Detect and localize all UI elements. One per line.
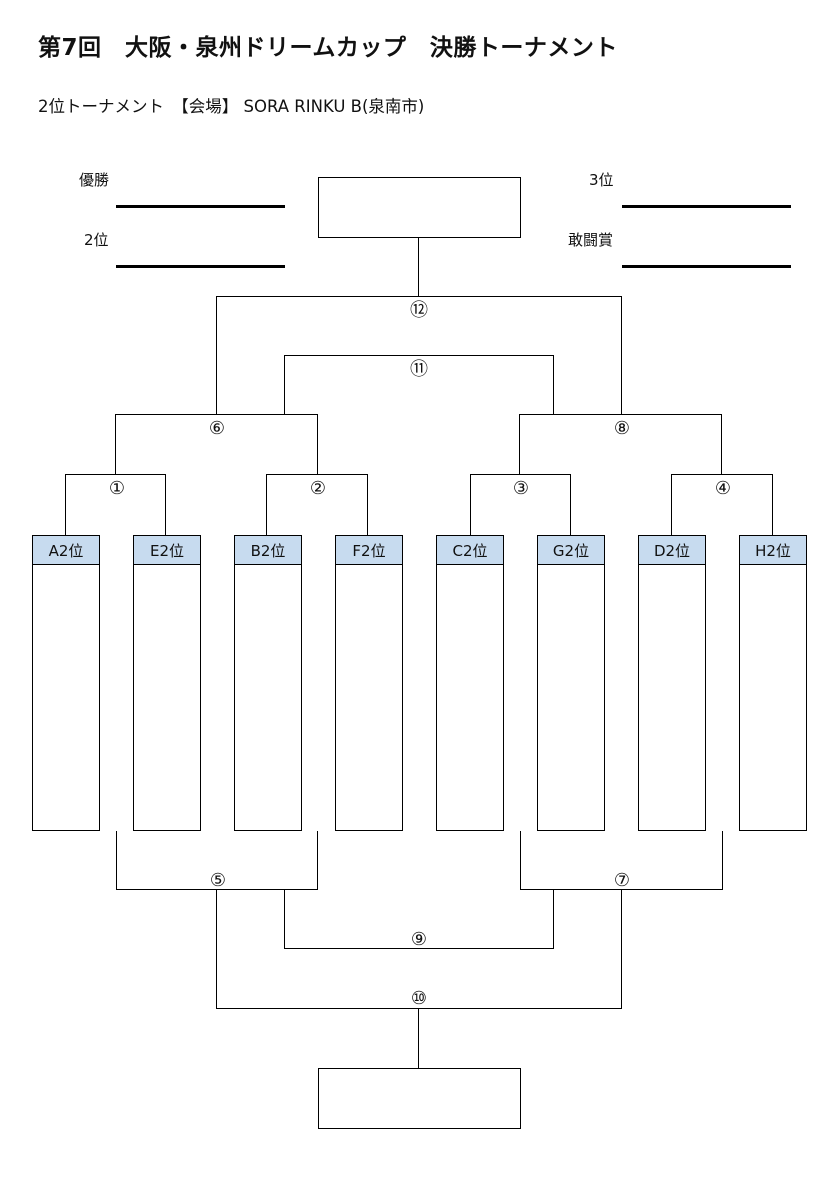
team-label: E2位 (150, 542, 184, 560)
bracket-match-9 (284, 889, 554, 949)
team-column-2[interactable]: E2位 (133, 535, 201, 831)
match-number-10: ⑩ (411, 988, 427, 1009)
match-number-8: ⑧ (614, 418, 630, 439)
team-header (32, 535, 100, 565)
team-column-7[interactable]: D2位 (638, 535, 706, 831)
match-number-4: ④ (715, 478, 731, 499)
bracket-match-8 (519, 414, 722, 475)
team-label: A2位 (49, 542, 84, 560)
team-column-3[interactable]: B2位 (234, 535, 302, 831)
team-header (739, 535, 807, 565)
team-entry-box[interactable] (436, 564, 504, 831)
match-number-2: ② (310, 478, 326, 499)
team-entry-box[interactable] (32, 564, 100, 831)
team-entry-box[interactable] (638, 564, 706, 831)
team-entry-box[interactable] (739, 564, 807, 831)
team-label: F2位 (352, 542, 385, 560)
team-entry-box[interactable] (537, 564, 605, 831)
team-header (234, 535, 302, 565)
match-number-5: ⑤ (210, 870, 226, 891)
team-label: H2位 (755, 542, 791, 560)
match-number-7: ⑦ (614, 870, 630, 891)
team-label: C2位 (452, 542, 487, 560)
team-label: B2位 (251, 542, 286, 560)
team-header (335, 535, 403, 565)
team-column-5[interactable]: C2位 (436, 535, 504, 831)
team-column-4[interactable]: F2位 (335, 535, 403, 831)
top-winner-box[interactable] (318, 177, 521, 238)
team-column-8[interactable]: H2位 (739, 535, 807, 831)
team-header (133, 535, 201, 565)
match-number-11: ⑪ (410, 359, 428, 380)
match-number-6: ⑥ (209, 418, 225, 439)
bracket-match-11 (284, 355, 554, 415)
third-place-label: 3位 (589, 171, 614, 189)
match-number-9: ⑨ (411, 929, 427, 950)
team-label: D2位 (654, 542, 690, 560)
team-header (638, 535, 706, 565)
fighting-spirit-label: 敢闘賞 (568, 231, 614, 249)
second-place-label: 2位 (84, 231, 109, 249)
team-header (436, 535, 504, 565)
team-entry-box[interactable] (133, 564, 201, 831)
match-number-12: ⑫ (410, 300, 428, 321)
team-header (537, 535, 605, 565)
match-number-3: ③ (513, 478, 529, 499)
champion-label: 優勝 (79, 171, 110, 189)
team-entry-box[interactable] (234, 564, 302, 831)
match-number-1: ① (109, 478, 125, 499)
team-label: G2位 (553, 542, 589, 560)
venue-subtitle: 2位トーナメント 【会場】 SORA RINKU B(泉南市) (38, 97, 425, 116)
team-entry-box[interactable] (335, 564, 403, 831)
page-title: 第7回 大阪・泉州ドリームカップ 決勝トーナメント (38, 35, 618, 61)
bottom-winner-box[interactable] (318, 1068, 521, 1129)
team-column-6[interactable]: G2位 (537, 535, 605, 831)
bracket-match-3 (470, 474, 571, 535)
team-column-1[interactable]: A2位 (32, 535, 100, 831)
